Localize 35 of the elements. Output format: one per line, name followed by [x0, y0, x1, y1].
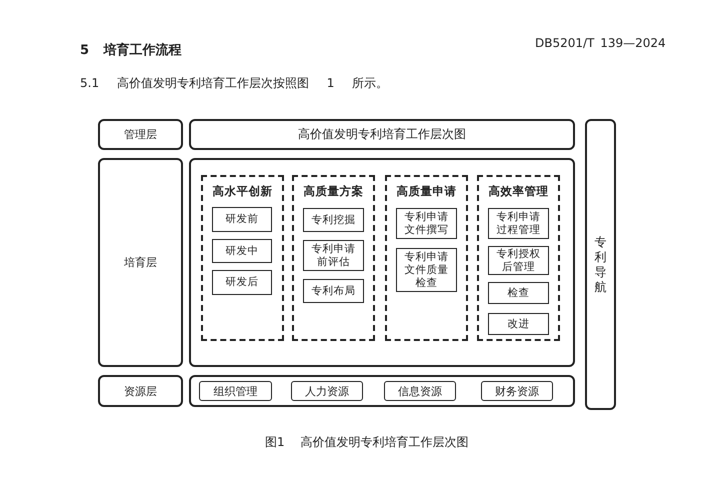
column-heading: 高质量方案 [302, 185, 364, 198]
process-box: 检查 [488, 282, 549, 304]
layer-box: 资源层 [98, 375, 183, 407]
process-box: 研发前 [212, 207, 272, 232]
dashed-column [385, 175, 468, 341]
column-heading: 高水平创新 [212, 185, 274, 198]
resource-box: 组织管理 [199, 381, 272, 401]
paragraph: 5.1 高价值发明专利培育工作层次按照图 1 所示。 [80, 75, 388, 92]
process-box: 研发中 [212, 239, 272, 263]
process-box: 专利申请过程管理 [488, 208, 549, 239]
layer-box: 培育层 [98, 158, 183, 367]
dashed-column [477, 175, 560, 341]
process-box: 专利申请文件撰写 [396, 208, 457, 239]
column-heading: 高质量申请 [396, 185, 458, 198]
figure-caption: 图1 高价值发明专利培育工作层次图 [265, 434, 468, 451]
process-box: 专利布局 [303, 279, 364, 303]
group-frame [189, 375, 575, 407]
dashed-column [201, 175, 284, 341]
layer-box: 高价值发明专利培育工作层次图 [189, 119, 575, 150]
process-box: 专利申请文件质量检查 [396, 248, 457, 292]
process-box: 专利授权后管理 [488, 246, 549, 275]
process-box: 专利申请前评估 [303, 240, 364, 271]
layer-box: 管理层 [98, 119, 183, 150]
resource-box: 人力资源 [291, 381, 363, 401]
column-heading: 高效率管理 [488, 185, 550, 198]
section-heading: 5 培育工作流程 [80, 42, 182, 59]
process-box: 改进 [488, 313, 549, 335]
group-frame [189, 158, 575, 367]
process-box: 专利挖掘 [303, 208, 364, 232]
dashed-column [292, 175, 375, 341]
layer-box: 专利导航 [585, 119, 616, 410]
page-header: DB5201/T 139—2024 [535, 36, 666, 50]
process-box: 研发后 [212, 270, 272, 295]
resource-box: 信息资源 [384, 381, 456, 401]
resource-box: 财务资源 [481, 381, 553, 401]
